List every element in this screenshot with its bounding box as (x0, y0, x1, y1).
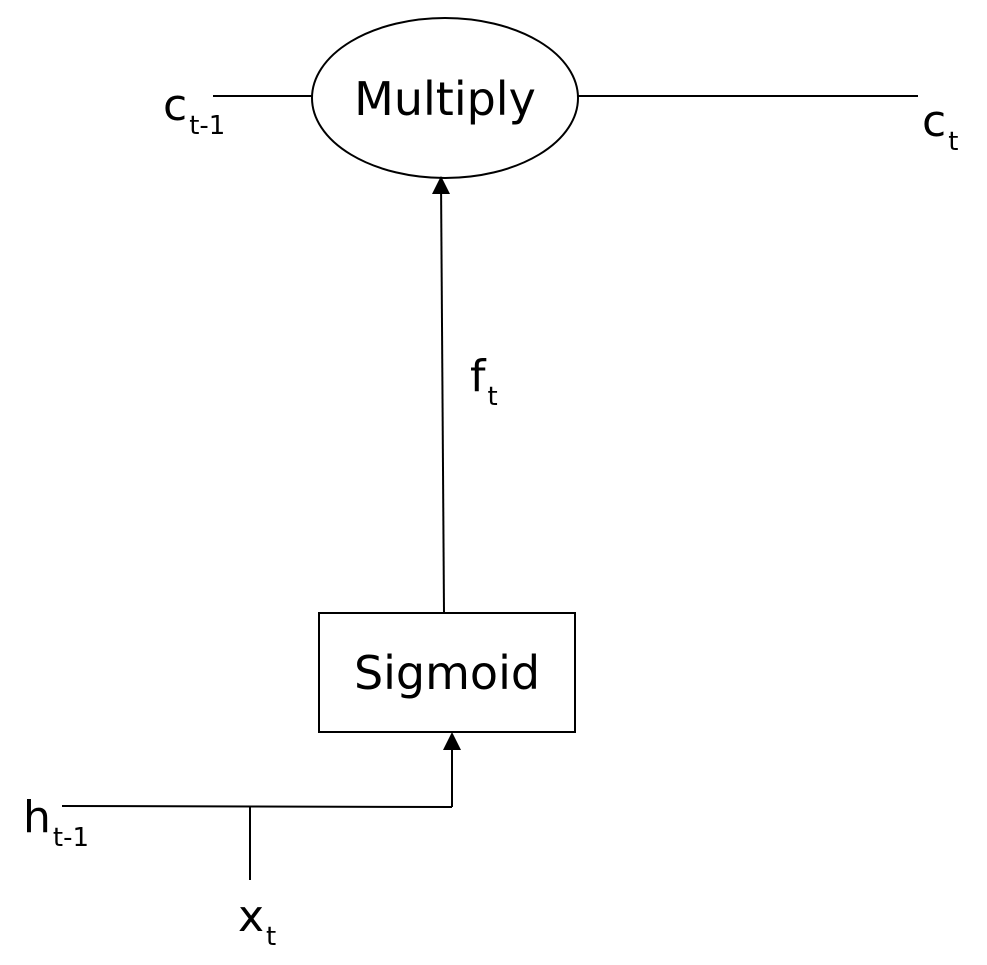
sigmoid-input-arrowhead (443, 732, 461, 750)
c-out-base: c (922, 96, 947, 147)
forget-gate-arrowhead (432, 176, 450, 194)
sigmoid-node (318, 612, 576, 733)
forget-gate-label: ft (470, 355, 498, 411)
h-prev-base: h (23, 792, 51, 843)
forget-gate-base: f (470, 351, 486, 402)
forget-gate-arrow (440, 179, 445, 614)
c-prev-base: c (163, 80, 188, 131)
forget-gate-sub: t (487, 382, 498, 412)
h-prev-sub: t-1 (52, 823, 90, 853)
h-prev-line (61, 805, 453, 808)
x-base: x (238, 891, 265, 942)
c-out-label: ct (922, 100, 958, 156)
sigmoid-label: Sigmoid (353, 646, 541, 700)
multiply-node (311, 17, 579, 179)
c-prev-label: ct-1 (163, 84, 225, 140)
multiply-label: Multiply (354, 72, 536, 126)
x-sub: t (266, 922, 277, 952)
x-label: xt (238, 895, 276, 951)
c-prev-sub: t-1 (189, 111, 226, 141)
c-out-sub: t (948, 127, 959, 157)
h-prev-label: ht-1 (23, 796, 89, 852)
